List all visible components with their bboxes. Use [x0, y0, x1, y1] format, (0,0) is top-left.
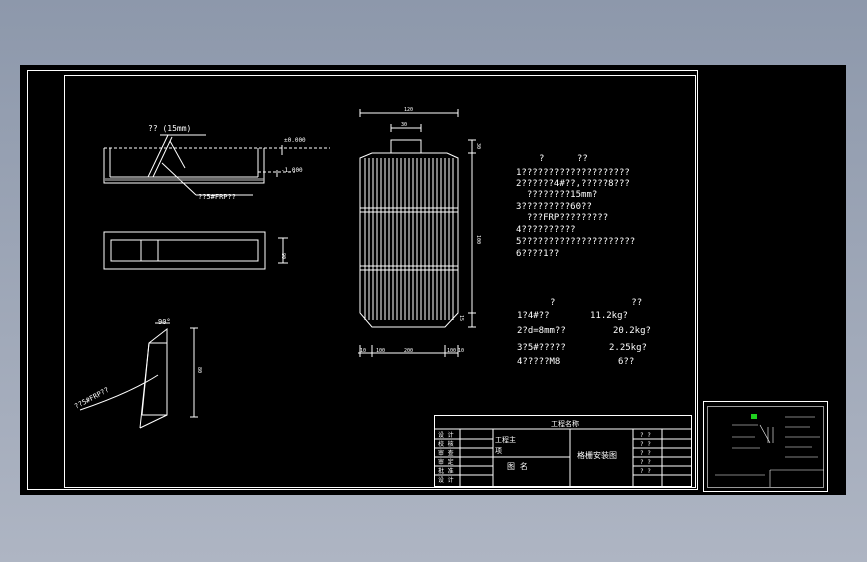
section-hatch: [105, 178, 264, 181]
material-name: 3?5#?????: [517, 343, 566, 353]
material-name: 2?d=8mm??: [517, 326, 566, 336]
material-value: 6??: [618, 357, 634, 367]
note-line: 5?????????????????????: [516, 237, 635, 247]
title-row-label: 校 核: [438, 440, 454, 448]
title-block: [434, 415, 692, 487]
outer-frame: [27, 70, 698, 490]
grate-dim-bottom-1: 100: [376, 348, 385, 354]
material-name: 4?????M8: [517, 357, 560, 367]
title-row-label: 批 准: [438, 467, 454, 475]
grate-dim-top-outer: 120: [404, 107, 413, 113]
cad-drawing-viewport[interactable]: ?? (15mm) ±0.000 -1.000 ??5#FRP?? 90 90°…: [20, 65, 846, 495]
section-callout: ??5#FRP??: [198, 193, 236, 201]
angle-callout: ??5#FRP??: [73, 386, 110, 411]
material-value: 2.25kg?: [609, 343, 647, 353]
angle-label: 90°: [158, 318, 171, 326]
title-right-cell: ? ?: [640, 432, 651, 439]
thumbnail-preview[interactable]: [703, 401, 828, 492]
grate-dim-right-mid: 100: [475, 235, 481, 244]
grate-dim-bottom-2: 200: [404, 348, 413, 354]
grate-dim-bottom-0: 10: [360, 348, 366, 354]
grate-dim-bottom-3: 100: [447, 348, 456, 354]
title-right-cell: ? ?: [640, 459, 651, 466]
notes-heading: ? ??: [539, 154, 588, 164]
title-row-label: 审 查: [438, 449, 454, 457]
title-right-cell: ? ?: [640, 441, 651, 448]
note-line: 2??????4#??,?????8???: [516, 179, 630, 189]
title-row-label: 设 计: [438, 431, 454, 439]
grate-dim-right-bottom: 15: [458, 315, 464, 321]
note-line: 3?????????60??: [516, 202, 592, 212]
title-row-label: 审 定: [438, 458, 454, 466]
title-drawing-name-label: 图 名: [507, 461, 528, 471]
thumbnail-marker: [751, 414, 757, 419]
title-row-label: 设 计: [438, 476, 454, 484]
note-line: ???FRP?????????: [516, 213, 608, 223]
cad-drawing: ?? (15mm) ±0.000 -1.000 ??5#FRP?? 90 90°…: [27, 70, 828, 492]
grate-bars: [364, 158, 454, 320]
title-subproject-label: 工程主: [495, 435, 516, 444]
material-value: 20.2kg?: [613, 326, 651, 336]
material-name: 1?4#??: [517, 311, 550, 321]
grate-dim-right-top: 30: [475, 143, 481, 149]
grate-dim-top-inner: 30: [401, 122, 407, 128]
note-line: 4??????????: [516, 225, 576, 235]
angle-dim: 80: [196, 367, 202, 373]
inner-frame: [64, 75, 696, 488]
title-right-cell: ? ?: [640, 468, 651, 475]
material-value: 11.2kg?: [590, 311, 628, 321]
angle-view: [79, 322, 198, 429]
grate-dim-bottom-4: 10: [458, 348, 464, 354]
elevation-top: ±0.000: [284, 137, 306, 144]
plan-view: [103, 231, 288, 270]
section-view: [103, 134, 330, 196]
materials-heading: ? ??: [550, 298, 642, 308]
title-drawing-name: 格栅安装图: [577, 450, 617, 460]
note-line: 1????????????????????: [516, 168, 630, 178]
note-line: 6????1??: [516, 249, 559, 259]
title-project-label: 工程名称: [551, 419, 579, 428]
plan-dim: 90: [280, 253, 286, 259]
title-subproject-label-2: 项: [495, 447, 502, 455]
section-top-label: ?? (15mm): [148, 124, 191, 133]
title-right-cell: ? ?: [640, 450, 651, 457]
note-line: ????????15mm?: [516, 190, 597, 200]
elevation-bottom: -1.000: [281, 167, 303, 174]
